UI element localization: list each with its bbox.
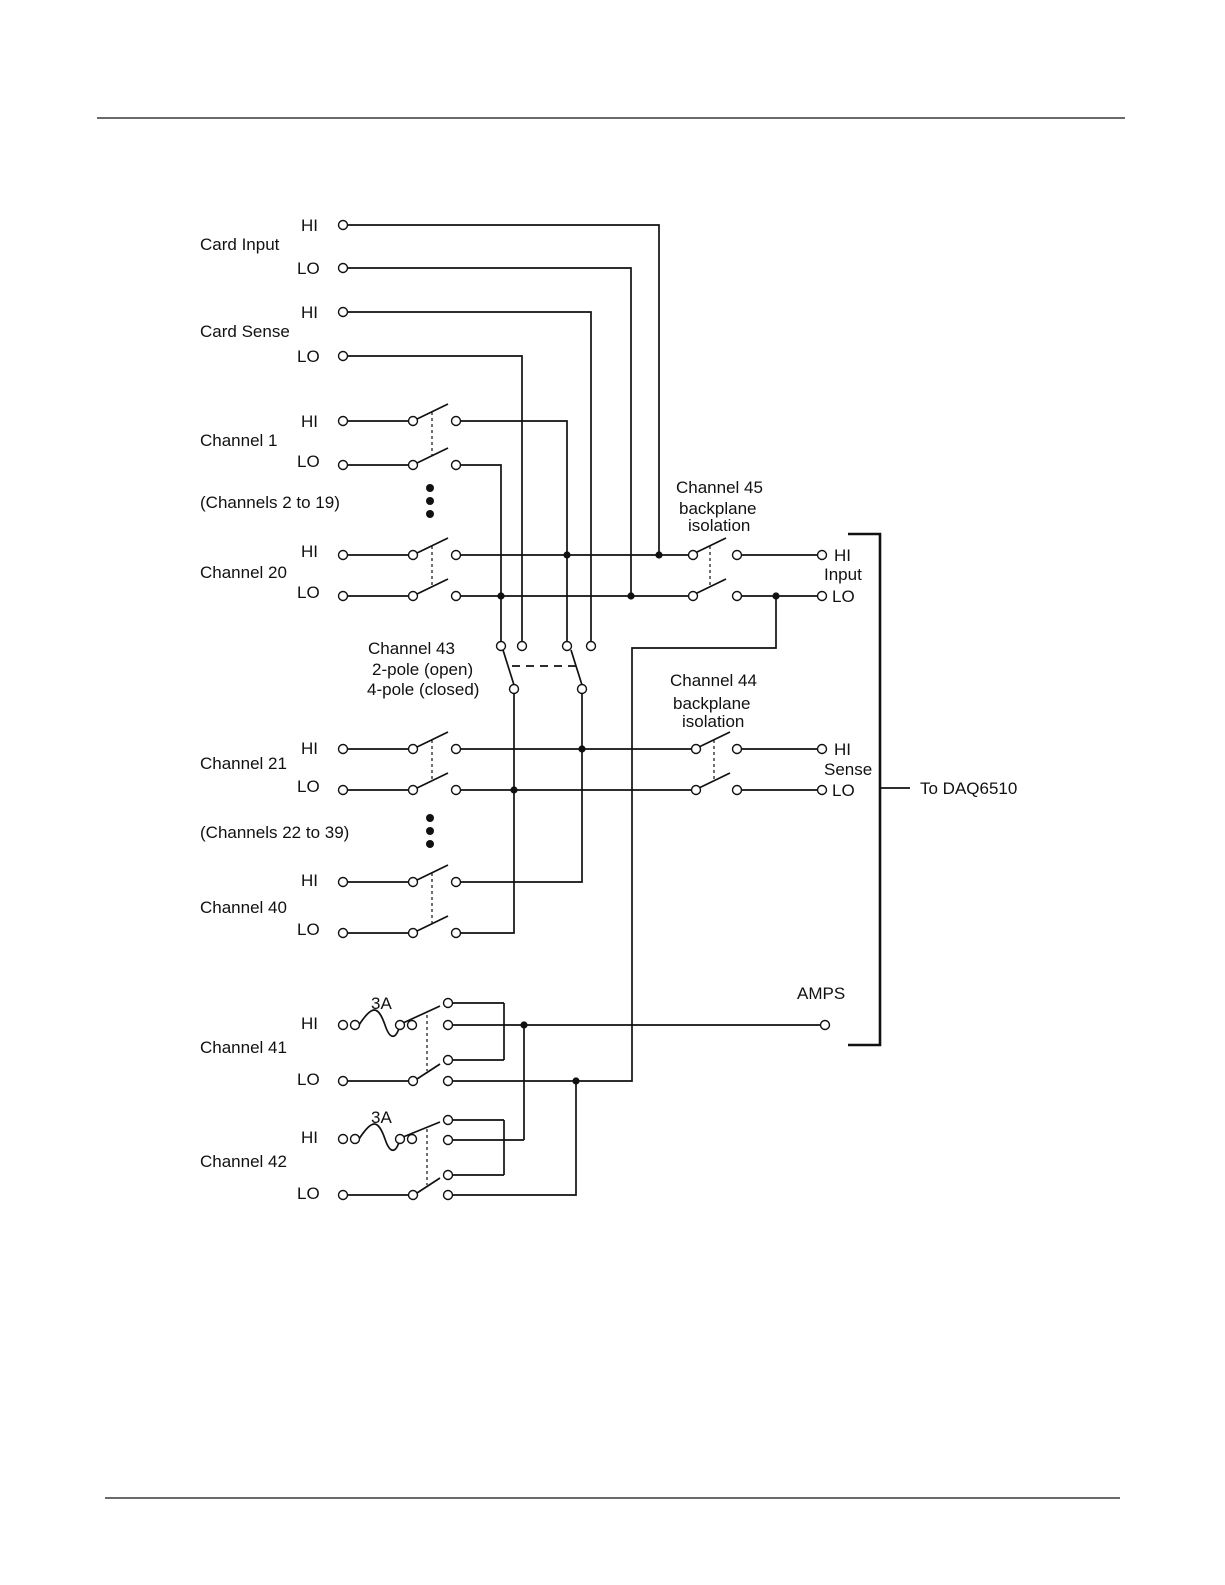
fuse-rating-label: 3A — [371, 994, 392, 1013]
mechanical-links — [426, 412, 715, 1185]
to-daq-label: To DAQ6510 — [920, 779, 1017, 798]
channel-43-2pole-label: 2-pole (open) — [372, 660, 473, 679]
hi-label: HI — [301, 542, 318, 561]
input-hi-label: HI — [834, 546, 851, 565]
channel-45-isolation-label: isolation — [688, 516, 750, 535]
lo-label: LO — [297, 259, 320, 278]
daq-bracket — [848, 532, 882, 1047]
hi-label: HI — [301, 303, 318, 322]
wires — [348, 224, 822, 1196]
hi-label: HI — [301, 871, 318, 890]
switch-blades — [402, 403, 731, 1194]
sense-hi-label: HI — [834, 740, 851, 759]
lo-label: LO — [297, 1070, 320, 1089]
channels-2-19-label: (Channels 2 to 19) — [200, 493, 340, 512]
channel-21-label: Channel 21 — [200, 754, 287, 773]
lo-label: LO — [297, 777, 320, 796]
lo-label: LO — [297, 452, 320, 471]
card-input-label: Card Input — [200, 235, 280, 254]
channel-44-label: Channel 44 — [670, 671, 757, 690]
amps-label: AMPS — [797, 984, 845, 1003]
lo-label: LO — [297, 583, 320, 602]
channel-45-backplane-label: backplane — [679, 499, 757, 518]
ellipsis-dots-lower — [426, 814, 434, 848]
ellipsis-dots-upper — [426, 484, 434, 518]
lo-label: LO — [297, 920, 320, 939]
sense-lo-label: LO — [832, 781, 855, 800]
channel-41-label: Channel 41 — [200, 1038, 287, 1057]
hi-label: HI — [301, 412, 318, 431]
channel-45-label: Channel 45 — [676, 478, 763, 497]
sense-label: Sense — [824, 760, 872, 779]
channels-22-39-label: (Channels 22 to 39) — [200, 823, 349, 842]
junction-dots — [497, 551, 780, 1085]
channel-44-isolation-label: isolation — [682, 712, 744, 731]
channel-20-label: Channel 20 — [200, 563, 287, 582]
channel-42-label: Channel 42 — [200, 1152, 287, 1171]
input-lo-label: LO — [832, 587, 855, 606]
lo-label: LO — [297, 347, 320, 366]
channel-43-label: Channel 43 — [368, 639, 455, 658]
channel-1-label: Channel 1 — [200, 431, 278, 450]
lo-label: LO — [297, 1184, 320, 1203]
card-sense-label: Card Sense — [200, 322, 290, 341]
hi-label: HI — [301, 216, 318, 235]
hi-label: HI — [301, 739, 318, 758]
channel-40-label: Channel 40 — [200, 898, 287, 917]
input-label: Input — [824, 565, 862, 584]
channel-43-4pole-label: 4-pole (closed) — [367, 680, 479, 699]
hi-label: HI — [301, 1128, 318, 1147]
channel-44-backplane-label: backplane — [673, 694, 751, 713]
fuse-rating-label: 3A — [371, 1108, 392, 1127]
hi-label: HI — [301, 1014, 318, 1033]
terminals — [337, 219, 831, 1201]
